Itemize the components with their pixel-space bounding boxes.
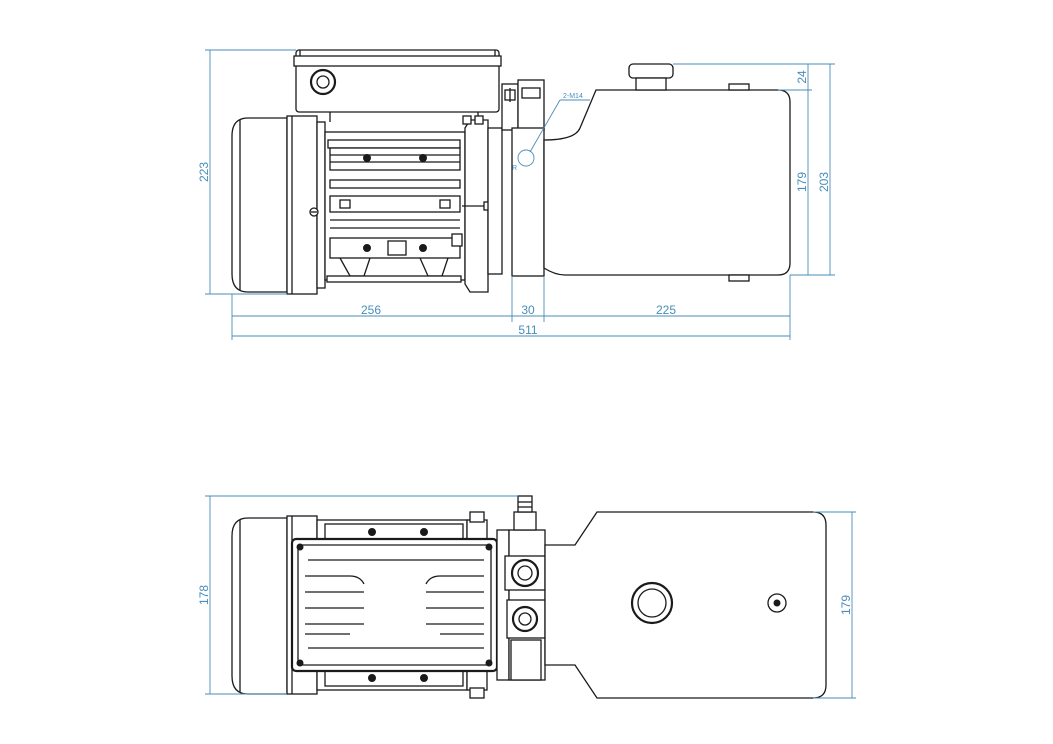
- dim-length-total: 511: [518, 323, 537, 337]
- motor-end-shield: [286, 115, 326, 295]
- side-dimensions: [205, 49, 835, 340]
- dim-length-block: 30: [521, 303, 535, 317]
- valve-block: [487, 79, 545, 277]
- dim-tank-width: 179: [839, 595, 853, 615]
- terminal-box-side: [293, 49, 502, 122]
- annotation-port: 2-M14: [563, 93, 583, 100]
- annotation-radius: R: [512, 165, 517, 172]
- dim-length-tank: 225: [656, 303, 676, 317]
- valve-block-top: [496, 495, 546, 681]
- motor-fan-cover: [231, 117, 288, 293]
- dim-tank-height: 179: [795, 172, 809, 192]
- dim-length-motor: 256: [361, 303, 381, 317]
- oil-tank-top: [544, 511, 827, 699]
- top-view: [205, 495, 856, 699]
- top-dimensions: [205, 495, 856, 699]
- terminal-box-top: [290, 537, 499, 673]
- dim-height-total: 223: [197, 162, 211, 182]
- motor-body: [324, 131, 466, 283]
- dim-motor-width: 178: [197, 585, 211, 605]
- motor-fan-cover-top: [231, 517, 288, 695]
- dim-tank-cap-offset: 24: [795, 70, 809, 84]
- dim-tank-height-total: 203: [817, 172, 831, 192]
- oil-tank-side: [543, 63, 791, 282]
- side-view: [205, 49, 835, 340]
